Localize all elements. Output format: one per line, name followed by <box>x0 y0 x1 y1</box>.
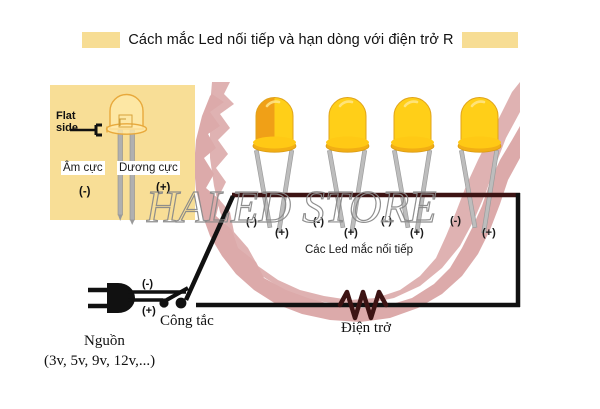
flat-side-label: Flat side <box>56 110 78 134</box>
led-4-positive-label: (+) <box>482 227 496 239</box>
switch-contact-right <box>175 297 187 309</box>
source-negative-label: (-) <box>142 278 153 290</box>
switch-caption: Công tắc <box>160 313 214 329</box>
switch-to-led-wire <box>183 195 236 301</box>
anode-sign: (+) <box>156 182 171 194</box>
resistor-symbol <box>337 289 389 321</box>
source-positive-label: (+) <box>142 305 156 317</box>
cathode-sign: (-) <box>79 186 91 198</box>
led-1-negative-label: (-) <box>246 216 257 228</box>
led-3-positive-label: (+) <box>410 227 424 239</box>
page-title: Cách mắc Led nối tiếp và hạn dòng với đi… <box>128 32 454 48</box>
title-band-right <box>461 32 518 48</box>
flat-side-line-1: Flat <box>56 110 76 122</box>
cathode-label: Âm cực <box>61 161 105 175</box>
title-band-left <box>82 32 121 48</box>
led-1-positive-label: (+) <box>275 227 289 239</box>
series-leds-caption: Các Led mắc nối tiếp <box>303 243 416 257</box>
led-3-negative-label: (-) <box>381 215 392 227</box>
source-caption: Nguồn <box>84 333 125 349</box>
power-plug-body <box>107 283 135 313</box>
led-2-negative-label: (-) <box>313 216 324 228</box>
diagram-title-row: Cách mắc Led nối tiếp và hạn dòng với đi… <box>0 25 600 55</box>
flat-side-line-2: side <box>56 122 79 134</box>
anode-label: Dương cực <box>117 161 180 175</box>
led-4-negative-label: (-) <box>450 215 461 227</box>
source-voltage-values: (3v, 5v, 9v, 12v,...) <box>44 353 156 369</box>
led-2-positive-label: (+) <box>344 227 358 239</box>
pink-brush-background <box>194 82 520 322</box>
resistor-caption: Điện trở <box>341 320 392 336</box>
